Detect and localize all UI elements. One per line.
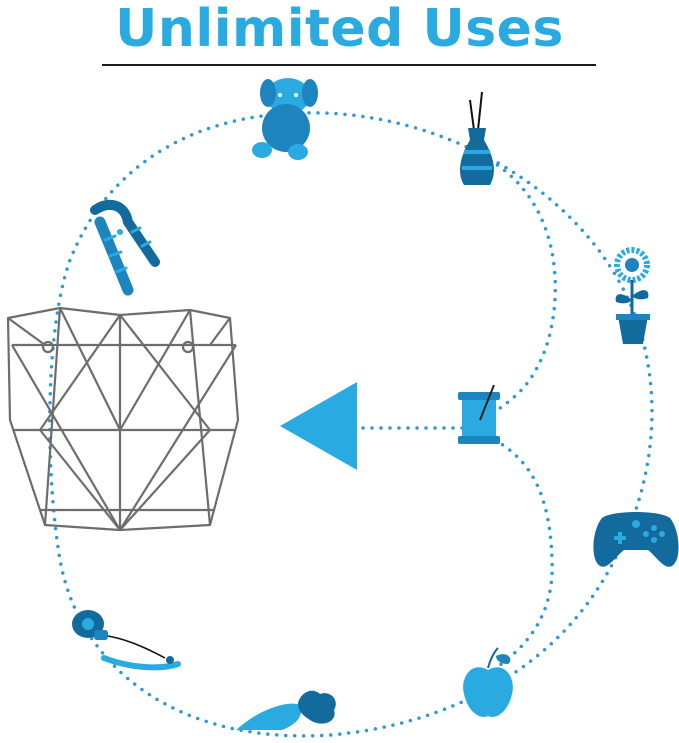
dog-leash-icon	[72, 610, 181, 671]
thread-spool-icon	[458, 384, 500, 444]
potted-flower-icon	[614, 247, 650, 344]
wire-basket	[6, 306, 240, 532]
carrot-icon	[236, 690, 336, 730]
outer-dotted-circle	[48, 111, 654, 738]
scarf-icon	[90, 199, 160, 296]
dotted-paths	[48, 111, 654, 738]
page-title: Unlimited Uses	[115, 0, 564, 59]
arrow-triangle-icon	[280, 382, 357, 470]
plush-toy-icon	[252, 78, 318, 160]
inner-dotted-curve	[488, 158, 558, 667]
game-controller-icon	[593, 512, 679, 567]
apple-icon	[463, 647, 513, 718]
title-underline	[102, 64, 596, 66]
vase-icon	[460, 91, 494, 185]
